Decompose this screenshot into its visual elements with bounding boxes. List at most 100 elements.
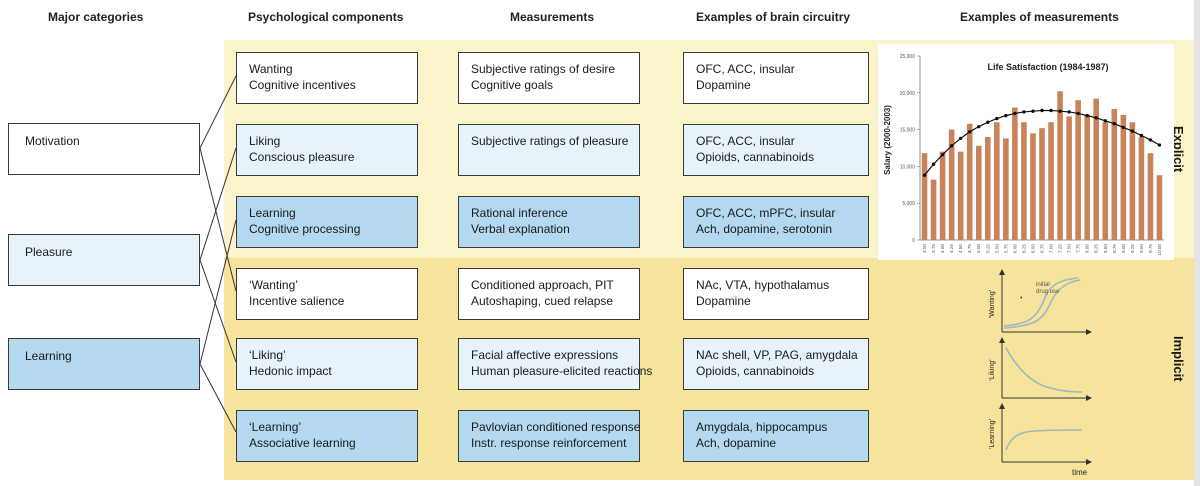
- chart-x-tick-label: 4.25: [949, 244, 954, 253]
- chart-x-tick-label: 7.50: [1067, 244, 1072, 253]
- category-learning: Learning: [8, 338, 200, 390]
- chart-bar: [1084, 114, 1090, 240]
- learning-y-label: ‘Learning’: [989, 418, 996, 449]
- chart-trend-point: [1094, 116, 1098, 120]
- chart-trend-point: [922, 173, 927, 177]
- chart-trend-point: [1049, 108, 1053, 113]
- chart-x-tick-label: 9.25: [1130, 244, 1135, 253]
- chart-trend-point: [977, 124, 981, 129]
- chart-bar: [1030, 133, 1036, 240]
- wanting-note-drug-use: drug use: [1036, 289, 1060, 295]
- chart-trend-point: [1004, 113, 1008, 118]
- chart-x-tick-label: 8.00: [1085, 244, 1090, 253]
- chart-bar: [948, 129, 955, 240]
- header-brain-circuitry: Examples of brain circuitry: [696, 10, 851, 24]
- chart-bar: [1021, 122, 1027, 240]
- chart-y-tick-label: 25,000: [900, 54, 916, 60]
- chart-y-tick-label: 0: [912, 238, 915, 244]
- side-label-implicit: Implicit: [1171, 336, 1186, 382]
- chart-bar: [921, 153, 928, 240]
- mini-plot-learning: ‘Learning’ time: [989, 403, 1092, 477]
- chart-bar: [1102, 122, 1109, 240]
- right-edge-border: [1194, 0, 1200, 486]
- header-major-categories: Major categories: [48, 10, 144, 24]
- chart-x-tick-label: 3.50: [922, 244, 927, 253]
- meas-box-liking: Subjective ratings of pleasure: [458, 124, 640, 176]
- learning-curve: [1005, 429, 1083, 451]
- chart-bar: [1147, 153, 1154, 240]
- mini-plot-wanting: initial drug use • ‘Wanting’: [989, 269, 1092, 335]
- chart-bar: [939, 151, 946, 240]
- chart-bar: [1111, 108, 1118, 240]
- chart-trend-point: [1157, 143, 1162, 147]
- connector-lines: [199, 75, 237, 433]
- chart-y-tick-label: 10,000: [900, 164, 916, 170]
- chart-x-tick-label: 5.75: [1003, 244, 1008, 253]
- chart-trend-point: [931, 162, 936, 166]
- chart-trend-point: [1103, 119, 1107, 123]
- wanting-note-marker: •: [1020, 295, 1023, 302]
- header-examples-of-measurements: Examples of measurements: [960, 10, 1119, 24]
- chart-x-tick-label: 7.75: [1076, 244, 1081, 253]
- chart-trend-point: [1148, 138, 1153, 142]
- chart-trend-point: [940, 152, 945, 157]
- liking-y-label: ‘Liking’: [989, 359, 996, 381]
- chart-bar: [1156, 175, 1163, 240]
- chart-title: Life Satisfaction (1984-1987): [987, 62, 1108, 72]
- chart-x-tick-label: 6.00: [1012, 244, 1017, 253]
- learning-x-label: time: [1072, 468, 1088, 477]
- chart-bar: [1057, 91, 1063, 240]
- chart-trend-point: [949, 144, 954, 148]
- chart-bar: [1138, 136, 1145, 240]
- chart-bar: [966, 123, 973, 240]
- chart-trend-point: [1031, 109, 1035, 113]
- chart-trend-point: [1013, 111, 1017, 116]
- chart-y-tick-label: 5,000: [902, 201, 915, 207]
- chart-trend-point: [995, 116, 999, 121]
- chart-bar: [975, 145, 982, 240]
- life-satisfaction-chart: Life Satisfaction (1984-1987) Salary (20…: [878, 44, 1174, 260]
- chart-trend-point: [1085, 113, 1089, 118]
- chart-bar: [994, 122, 1000, 240]
- chart-trend-point: [986, 120, 990, 124]
- chart-bar: [1048, 122, 1054, 240]
- chart-x-tick-label: 9.00: [1121, 244, 1126, 253]
- header-psychological-components: Psychological components: [248, 10, 404, 24]
- psych-box-implicit-learning: ‘Learning’Associative learning: [236, 410, 418, 462]
- chart-bar: [1120, 114, 1127, 240]
- chart-bar: [984, 136, 991, 240]
- chart-x-tick-label: 7.00: [1049, 244, 1054, 253]
- chart-x-tick-label: 10.00: [1157, 244, 1162, 256]
- chart-bar: [1129, 122, 1136, 240]
- chart-x-tick-label: 6.25: [1021, 244, 1026, 253]
- chart-trend-point: [958, 136, 963, 141]
- header-measurements: Measurements: [510, 10, 595, 24]
- chart-y-tick-label: 15,000: [900, 128, 916, 134]
- category-pleasure: Pleasure: [8, 234, 200, 286]
- wanting-y-label: ‘Wanting’: [989, 289, 996, 318]
- chart-y-axis-label: Salary (2000-2003): [883, 105, 892, 175]
- chart-bar: [1003, 138, 1009, 240]
- chart-bar: [1012, 107, 1018, 240]
- psych-box-implicit-liking: ‘Liking’Hedonic impact: [236, 338, 418, 390]
- chart-x-tick-label: 4.50: [958, 244, 963, 253]
- chart-trend-point: [1139, 133, 1144, 138]
- chart-trend-point: [1040, 108, 1044, 113]
- chart-bar: [1039, 128, 1045, 240]
- psych-box-implicit-wanting: ‘Wanting’Incentive salience: [236, 268, 418, 320]
- chart-bar: [930, 179, 937, 240]
- liking-curve: [1005, 347, 1083, 393]
- chart-x-tick-label: 5.00: [976, 244, 981, 253]
- chart-trend-point: [1076, 111, 1080, 116]
- chart-bar: [1093, 98, 1100, 240]
- chart-x-tick-label: 6.75: [1040, 244, 1045, 253]
